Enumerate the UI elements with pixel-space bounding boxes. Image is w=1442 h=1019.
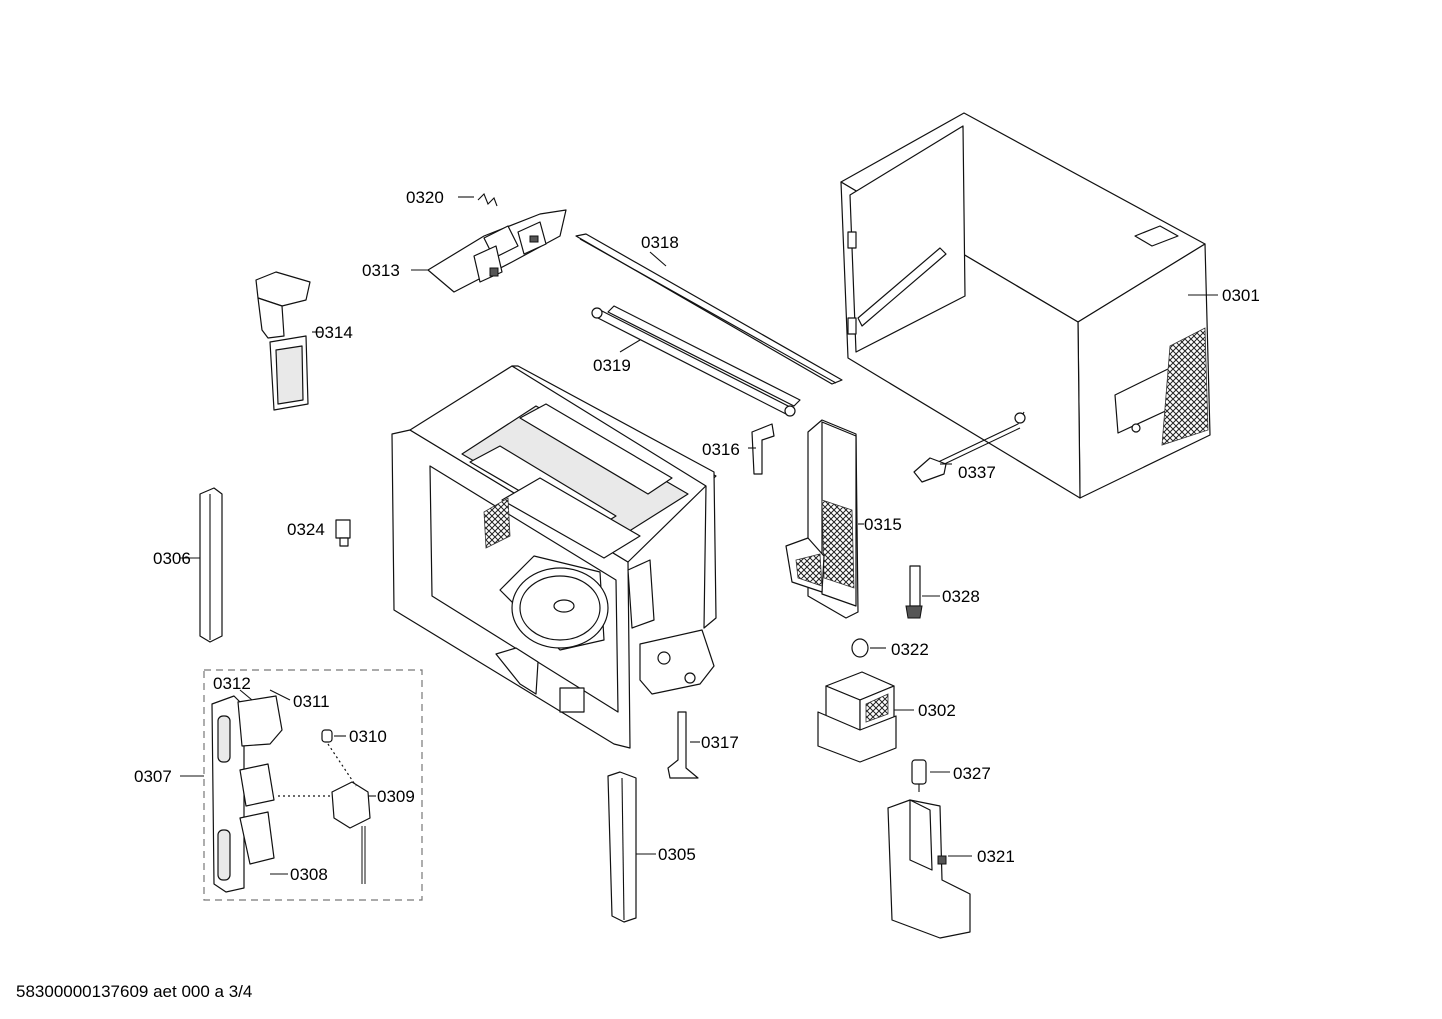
part-labels: 0320 0318 0313 0301 0314 0319 0316 0337 … xyxy=(134,188,1260,884)
part-0319-heater-rods xyxy=(591,305,801,417)
label-0310: 0310 xyxy=(349,727,387,746)
part-0306-trim-strip xyxy=(180,487,223,643)
label-0301: 0301 xyxy=(1222,286,1260,305)
label-0302: 0302 xyxy=(918,701,956,720)
label-0321: 0321 xyxy=(977,847,1015,866)
label-0313: 0313 xyxy=(362,261,400,280)
label-0324: 0324 xyxy=(287,520,325,539)
part-0302-transformer xyxy=(817,671,914,763)
label-0307: 0307 xyxy=(134,767,172,786)
leader-lines xyxy=(619,251,952,465)
part-0315-side-panel xyxy=(785,419,864,619)
label-0317: 0317 xyxy=(701,733,739,752)
part-0314-air-duct xyxy=(255,271,322,411)
label-0320: 0320 xyxy=(406,188,444,207)
label-0318: 0318 xyxy=(641,233,679,252)
part-0321-fan-housing xyxy=(887,799,972,939)
part-0317-bracket xyxy=(667,711,700,779)
part-0324-screw xyxy=(335,519,351,547)
part-0328-switch xyxy=(905,565,940,619)
label-0311: 0311 xyxy=(293,692,330,711)
label-0308: 0308 xyxy=(290,865,328,884)
part-0318-rail xyxy=(575,233,843,385)
part-0301-outer-casing xyxy=(840,112,1218,499)
label-0337: 0337 xyxy=(958,463,996,482)
main-cavity-frame xyxy=(391,365,717,749)
label-0327: 0327 xyxy=(953,764,991,783)
label-0319: 0319 xyxy=(593,356,631,375)
label-0322: 0322 xyxy=(891,640,929,659)
part-0305-door-strip xyxy=(607,771,656,923)
part-0307-door-lock-assembly xyxy=(180,669,423,901)
label-0328: 0328 xyxy=(942,587,980,606)
part-0320-clip xyxy=(458,193,498,207)
part-0313-bracket-assembly xyxy=(411,209,567,293)
part-0327-capacitor xyxy=(911,759,950,792)
document-footer-code: 58300000137609 aet 000 a 3/4 xyxy=(16,982,252,1001)
label-0314: 0314 xyxy=(315,323,353,342)
part-0337-power-cord xyxy=(913,411,1026,483)
label-0316: 0316 xyxy=(702,440,740,459)
label-0312: 0312 xyxy=(213,674,251,693)
label-0305: 0305 xyxy=(658,845,696,864)
part-0316-bracket xyxy=(751,423,775,475)
label-0315: 0315 xyxy=(864,515,902,534)
part-0322-fuse xyxy=(851,638,886,658)
label-0306: 0306 xyxy=(153,549,191,568)
label-0309: 0309 xyxy=(377,787,415,806)
